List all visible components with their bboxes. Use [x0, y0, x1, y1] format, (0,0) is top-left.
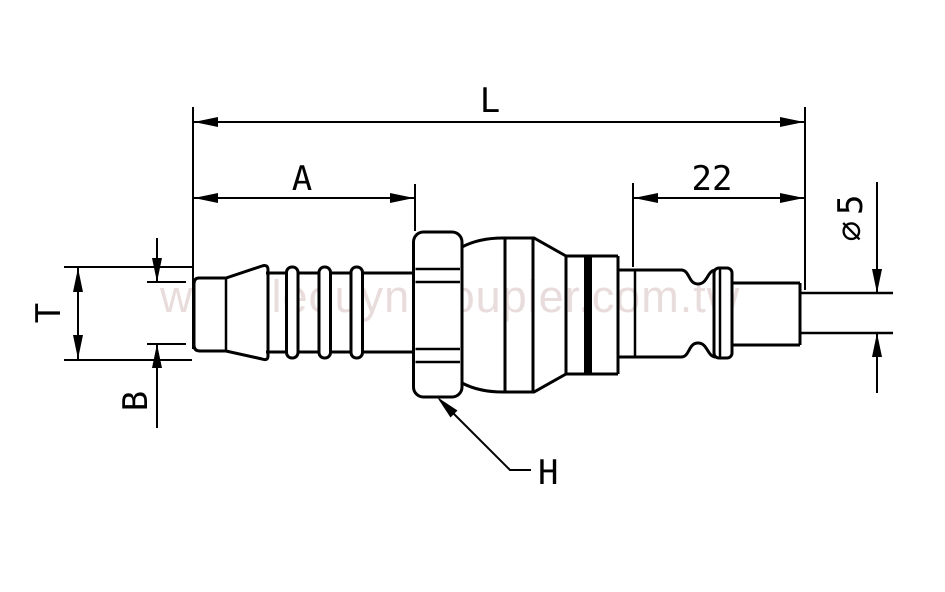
arrowhead — [634, 193, 658, 203]
arrowhead — [73, 335, 83, 359]
dimension-B: B — [116, 238, 186, 428]
dimension-label-T: T — [29, 303, 69, 323]
barb-ridge — [317, 265, 332, 360]
callout-label-H: H — [538, 453, 558, 493]
barb-ridge — [349, 265, 364, 360]
arrowhead — [872, 333, 882, 357]
seal-groove — [584, 257, 592, 373]
dimension-T: T — [29, 266, 192, 361]
dimension-tip-diameter: ∅5 — [831, 182, 882, 393]
arrowhead — [872, 269, 882, 293]
arrowhead — [780, 193, 804, 203]
arrowhead — [437, 397, 458, 418]
arrowhead — [152, 344, 162, 368]
arrowhead — [194, 193, 218, 203]
dimension-label-A: A — [292, 159, 312, 199]
leader-line — [439, 399, 531, 471]
collar-flange — [712, 266, 734, 360]
dimension-22: 22 — [632, 159, 804, 267]
dimension-label-diameter: ∅5 — [831, 189, 871, 242]
barb-ridge — [285, 265, 300, 360]
arrowhead — [152, 258, 162, 282]
body-bottom-edge — [461, 372, 567, 394]
hose-ferrule — [192, 264, 270, 362]
arrowhead — [780, 117, 804, 127]
dimension-label-L: L — [480, 81, 500, 121]
body-top-edge — [461, 236, 567, 258]
dimension-label-B: B — [116, 391, 156, 411]
hex-nut — [412, 230, 464, 399]
arrowhead — [194, 117, 218, 127]
dimension-L: L — [192, 81, 806, 349]
dimension-label-22: 22 — [692, 159, 733, 199]
lock-groove-top — [680, 268, 717, 286]
arrowhead — [73, 268, 83, 292]
lock-groove-bottom — [680, 341, 717, 359]
arrowhead — [390, 193, 414, 203]
dimension-A: A — [194, 159, 416, 231]
part-outline — [192, 230, 893, 399]
callout-H: H — [437, 397, 558, 493]
